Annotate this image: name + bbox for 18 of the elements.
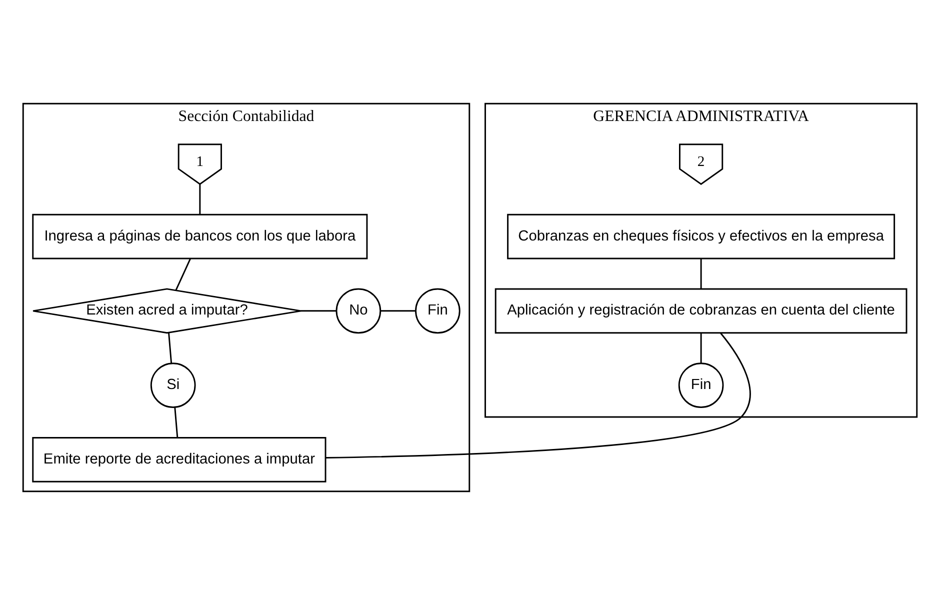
connector xyxy=(326,332,751,458)
connector xyxy=(168,332,172,363)
node-box: Cobranzas en cheques físicos y efectivos en la empresa xyxy=(507,213,896,259)
connector xyxy=(174,406,178,437)
connector xyxy=(380,310,416,312)
node-box: Ingresa a páginas de bancos con los que labora xyxy=(32,213,368,259)
connector xyxy=(300,310,336,312)
node-circle: No xyxy=(336,288,382,334)
node-box: Aplicación y registración de cobranzas en cuenta del cliente xyxy=(494,288,908,334)
node-diamond: Existen acred a imputar? xyxy=(32,288,302,334)
node-circle: Si xyxy=(150,362,196,408)
node-box: Emite reporte de acreditaciones a imputar xyxy=(32,436,326,482)
connector xyxy=(700,258,702,288)
connector xyxy=(199,184,201,214)
node-circle: Fin xyxy=(678,362,724,408)
connector xyxy=(700,332,702,363)
node-circle: Fin xyxy=(415,288,460,334)
connector xyxy=(175,258,192,290)
